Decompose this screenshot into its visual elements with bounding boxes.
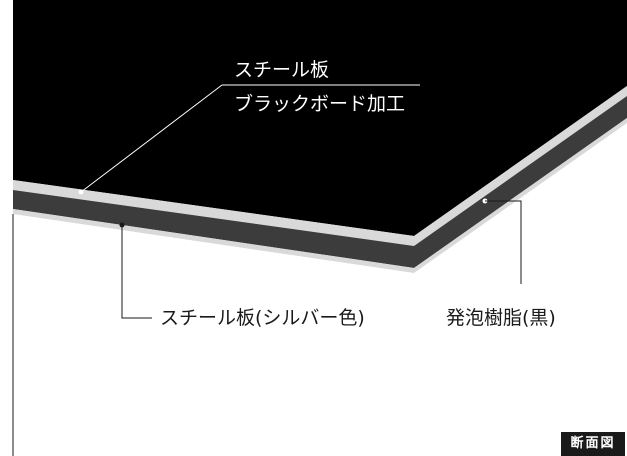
leader-dot-steel-plate [78,189,84,195]
label-steel-plate-silver: スチール板(シルバー色) [160,307,365,329]
foam-core-side [414,96,627,268]
steel-bottom-edge-side [414,118,627,273]
steel-top-edge-front [13,180,414,246]
label-steel-plate: スチール板 [234,59,329,81]
leader-line-silver-steel [121,225,152,319]
label-foam-resin: 発泡樹脂(黒) [446,307,556,329]
label-blackboard-finish: ブラックボード加工 [234,92,405,115]
leader-line-steel-plate [80,84,223,193]
steel-top-edge-side [414,86,627,246]
blackboard-surface [13,0,627,236]
section-view-badge: 断面図 [561,432,625,456]
leader-line-foam-resin [485,200,522,284]
foam-core-front [13,190,414,268]
steel-bottom-edge-front [13,209,414,273]
